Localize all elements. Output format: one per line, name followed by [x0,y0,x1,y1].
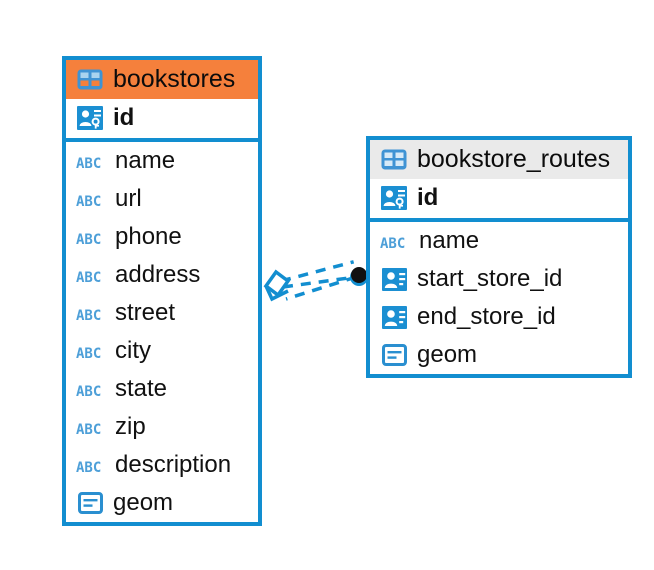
abc-text-icon: ABC [76,156,102,172]
column-row-street[interactable]: ABC street [66,294,258,332]
column-row-address[interactable]: ABC address [66,256,258,294]
column-row-geom[interactable]: geom [66,484,258,522]
abc-text-icon: ABC [76,460,102,476]
column-name: zip [115,413,146,440]
entity-table-bookstores[interactable]: bookstores id [62,56,262,526]
primary-key-icon [76,105,104,131]
column-row-state[interactable]: ABC state [66,370,258,408]
foreign-key-icon [380,304,408,330]
column-name: phone [115,223,182,250]
column-name: description [115,451,232,478]
entity-table-bookstore-routes[interactable]: bookstore_routes id [366,136,632,378]
abc-text-icon: ABC [76,308,102,324]
column-name: geom [113,489,174,516]
column-row-id[interactable]: id [370,179,628,222]
abc-text-icon: ABC [76,346,102,362]
column-name: url [115,185,142,212]
column-row-name[interactable]: ABC name [370,222,628,260]
column-name: id [113,104,135,131]
column-row-description[interactable]: ABC description [66,446,258,484]
column-name: end_store_id [417,303,556,330]
diamond-crowsfoot-marker [263,269,291,302]
entity-columns-bookstores: id ABC name ABC url ABC phone ABC addres… [66,99,258,522]
column-name: street [115,299,176,326]
column-row-end-store-id[interactable]: end_store_id [370,298,628,336]
column-row-phone[interactable]: ABC phone [66,218,258,256]
entity-title: bookstore_routes [417,145,611,173]
abc-text-icon: ABC [380,236,406,252]
column-name: state [115,375,168,402]
geometry-icon [380,342,408,368]
column-name: city [115,337,151,364]
abc-text-icon: ABC [76,194,102,210]
entity-columns-bookstore-routes: id ABC name start_store_id [370,179,628,374]
entity-header-bookstores[interactable]: bookstores [66,60,258,99]
entity-title: bookstores [113,65,236,93]
column-row-city[interactable]: ABC city [66,332,258,370]
abc-text-icon: ABC [76,384,102,400]
column-row-url[interactable]: ABC url [66,180,258,218]
column-name: name [419,227,480,254]
table-icon [380,146,408,172]
table-icon [76,66,104,92]
column-name: id [417,184,439,211]
abc-text-icon: ABC [76,232,102,248]
abc-text-icon: ABC [76,422,102,438]
relationship-line-upper [280,260,355,283]
column-row-zip[interactable]: ABC zip [66,408,258,446]
column-name: geom [417,341,478,368]
abc-text-icon: ABC [76,270,102,286]
foreign-key-icon [380,266,408,292]
column-name: address [115,261,201,288]
primary-key-icon [380,185,408,211]
column-row-name[interactable]: ABC name [66,142,258,180]
column-row-start-store-id[interactable]: start_store_id [370,260,628,298]
column-name: name [115,147,176,174]
column-name: start_store_id [417,265,563,292]
entity-header-bookstore-routes[interactable]: bookstore_routes [370,140,628,179]
relationship-line-middle [282,275,357,289]
column-row-id[interactable]: id [66,99,258,142]
geometry-icon [76,490,104,516]
relationship-line-lower [285,275,357,301]
column-row-geom[interactable]: geom [370,336,628,374]
